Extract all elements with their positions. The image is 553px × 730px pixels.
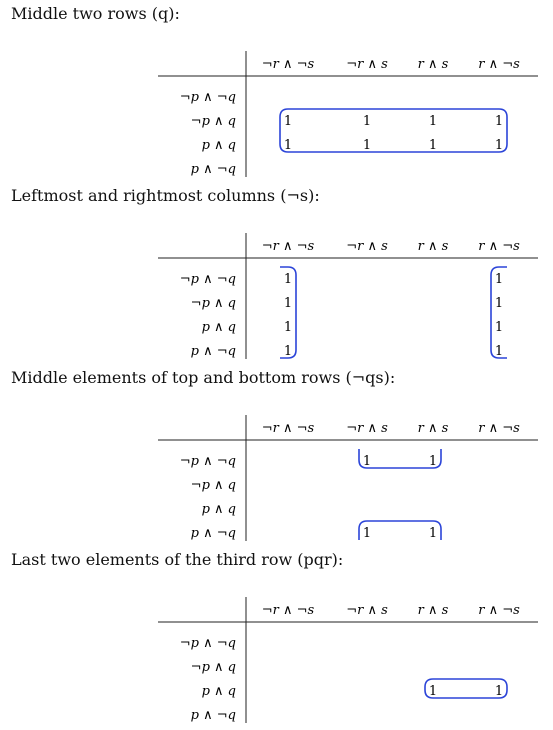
row-header: p ∧ ¬q xyxy=(191,162,236,177)
row-header: p ∧ q xyxy=(202,138,236,153)
karnaugh-map: ¬r ∧ ¬s ¬r ∧ s r ∧ s r ∧ ¬s ¬p ∧ ¬q ¬p ∧ q p ∧… xyxy=(158,415,538,541)
column-header: ¬r ∧ ¬s xyxy=(262,421,315,436)
row-header: ¬p ∧ q xyxy=(191,478,236,493)
karnaugh-map: ¬r ∧ ¬s ¬r ∧ s r ∧ s r ∧ ¬s ¬p ∧ ¬q ¬p ∧ q p ∧… xyxy=(158,597,538,723)
column-header: r ∧ s xyxy=(418,603,449,618)
cell-value: 1 xyxy=(429,114,437,129)
grouping-loop xyxy=(279,108,508,153)
column-header: r ∧ s xyxy=(418,421,449,436)
section-heading: Middle elements of top and bottom rows (… xyxy=(11,368,396,387)
column-header: ¬r ∧ s xyxy=(346,57,388,72)
section-left-right-columns: Leftmost and rightmost columns (¬s): ¬r … xyxy=(0,186,553,366)
cell-value: 1 xyxy=(495,272,503,287)
row-header: p ∧ q xyxy=(202,502,236,517)
cell-value: 1 xyxy=(363,454,371,469)
cell-value: 1 xyxy=(429,684,437,699)
row-header: p ∧ q xyxy=(202,320,236,335)
section-top-bottom-middle: Middle elements of top and bottom rows (… xyxy=(0,368,553,548)
column-header: r ∧ ¬s xyxy=(478,57,520,72)
row-header: p ∧ ¬q xyxy=(191,526,236,541)
row-header: ¬p ∧ ¬q xyxy=(180,90,236,105)
grouping-loop xyxy=(280,266,297,359)
cell-value: 1 xyxy=(363,114,371,129)
section-middle-two-rows: Middle two rows (q): ¬r ∧ ¬s ¬r ∧ s r ∧ s r… xyxy=(0,4,553,184)
grouping-loop xyxy=(358,449,442,469)
cell-value: 1 xyxy=(284,344,292,359)
cell-value: 1 xyxy=(363,138,371,153)
section-heading: Leftmost and rightmost columns (¬s): xyxy=(11,186,320,205)
column-header: r ∧ s xyxy=(418,57,449,72)
column-header: r ∧ s xyxy=(418,239,449,254)
row-header: p ∧ q xyxy=(202,684,236,699)
grouping-loop xyxy=(358,520,442,540)
cell-value: 1 xyxy=(429,454,437,469)
row-header: ¬p ∧ ¬q xyxy=(180,454,236,469)
row-header: ¬p ∧ q xyxy=(191,114,236,129)
column-header: ¬r ∧ ¬s xyxy=(262,57,315,72)
cell-value: 1 xyxy=(495,684,503,699)
cell-value: 1 xyxy=(284,272,292,287)
row-header: p ∧ ¬q xyxy=(191,708,236,723)
cell-value: 1 xyxy=(363,526,371,541)
cell-value: 1 xyxy=(429,138,437,153)
cell-value: 1 xyxy=(495,296,503,311)
cell-value: 1 xyxy=(284,296,292,311)
grouping-loop xyxy=(424,678,508,699)
cell-value: 1 xyxy=(284,114,292,129)
column-header: r ∧ ¬s xyxy=(478,421,520,436)
column-header: ¬r ∧ s xyxy=(346,603,388,618)
cell-value: 1 xyxy=(495,320,503,335)
row-header: p ∧ ¬q xyxy=(191,344,236,359)
cell-value: 1 xyxy=(495,114,503,129)
row-header: ¬p ∧ q xyxy=(191,296,236,311)
karnaugh-map: ¬r ∧ ¬s ¬r ∧ s r ∧ s r ∧ ¬s ¬p ∧ ¬q ¬p ∧ q p ∧… xyxy=(158,233,538,359)
section-heading: Last two elements of the third row (pqr)… xyxy=(11,550,344,569)
column-header: r ∧ ¬s xyxy=(478,239,520,254)
section-third-row-last-two: Last two elements of the third row (pqr)… xyxy=(0,550,553,730)
column-header: r ∧ ¬s xyxy=(478,603,520,618)
section-heading: Middle two rows (q): xyxy=(11,4,180,23)
cell-value: 1 xyxy=(495,344,503,359)
cell-value: 1 xyxy=(284,138,292,153)
column-header: ¬r ∧ ¬s xyxy=(262,239,315,254)
row-header: ¬p ∧ ¬q xyxy=(180,272,236,287)
column-header: ¬r ∧ s xyxy=(346,421,388,436)
column-header: ¬r ∧ s xyxy=(346,239,388,254)
cell-value: 1 xyxy=(284,320,292,335)
row-header: ¬p ∧ q xyxy=(191,660,236,675)
cell-value: 1 xyxy=(429,526,437,541)
karnaugh-map: ¬r ∧ ¬s ¬r ∧ s r ∧ s r ∧ ¬s ¬p ∧ ¬q ¬p ∧ q p ∧… xyxy=(158,51,538,177)
column-header: ¬r ∧ ¬s xyxy=(262,603,315,618)
grouping-loop xyxy=(490,266,507,359)
row-header: ¬p ∧ ¬q xyxy=(180,636,236,651)
cell-value: 1 xyxy=(495,138,503,153)
